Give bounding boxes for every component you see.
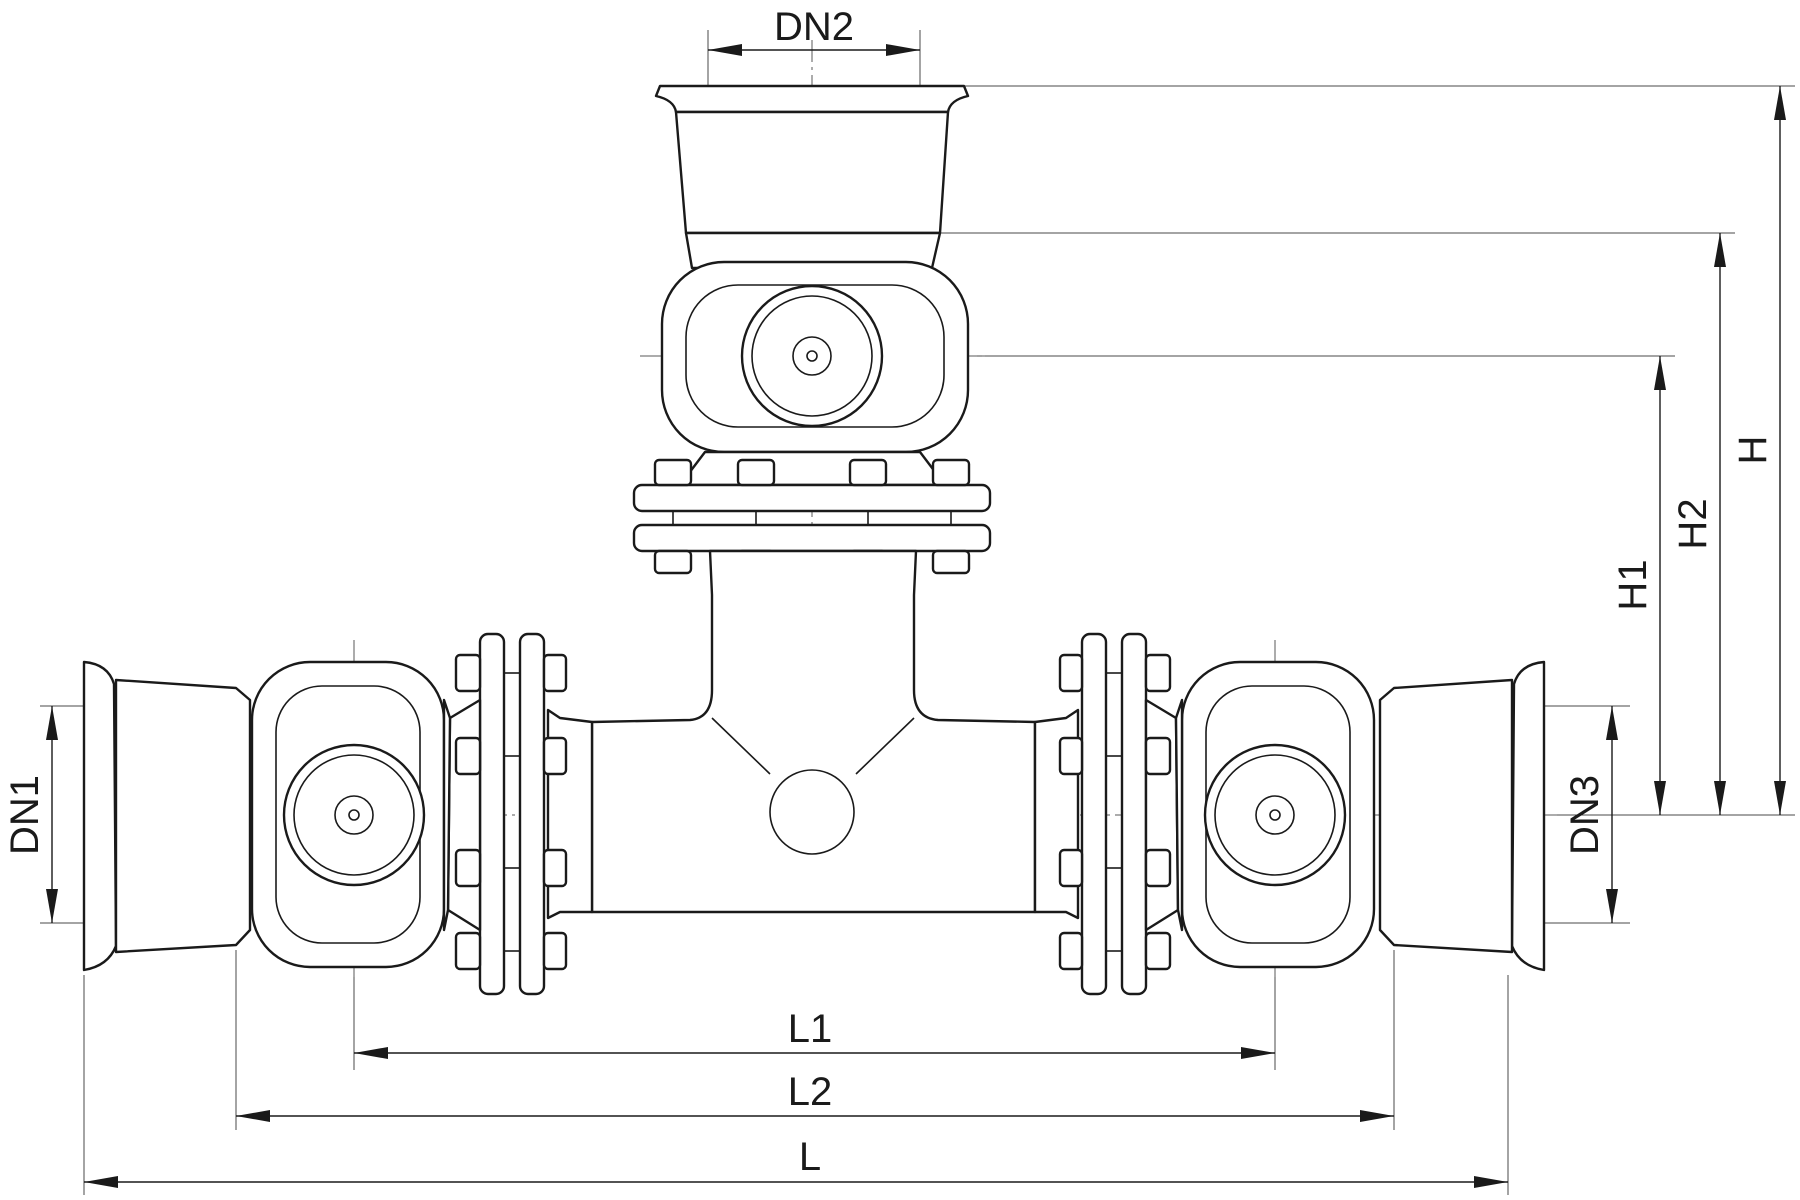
label-l1: L1 [788, 1007, 833, 1051]
top-spigot-flare [654, 84, 970, 114]
left-spigot-body [114, 678, 252, 954]
left-spindle-pin [348, 809, 360, 821]
right-spindle-outer [1203, 743, 1347, 887]
label-dn1: DN1 [3, 775, 47, 855]
dimension-l [84, 1176, 1508, 1188]
extension-lines [40, 30, 1795, 1195]
right-flange-disc-a [1080, 632, 1108, 996]
dimension-h2 [1714, 233, 1726, 815]
tee-outline [590, 549, 1037, 914]
label-h: H [1731, 436, 1775, 465]
right-spigot-flare [1510, 660, 1546, 972]
right-valve [1174, 660, 1546, 972]
left-flange-disc-a [478, 632, 506, 996]
right-flange [1033, 632, 1180, 996]
right-spindle-hex [1255, 795, 1295, 835]
label-h2: H2 [1671, 498, 1715, 549]
right-flange-disc-b [1120, 632, 1148, 996]
right-flange-bolts [1058, 653, 1172, 971]
dimension-dn1 [46, 706, 58, 923]
top-valve-base [678, 450, 947, 487]
left-valve [82, 660, 452, 972]
left-flange-bolts [454, 653, 568, 971]
dimension-l1 [354, 1047, 1275, 1059]
tee-body [590, 549, 1037, 914]
top-flange-upper [632, 483, 992, 513]
left-spindle-hex [334, 795, 374, 835]
right-spindle-pin [1269, 809, 1281, 821]
label-h1: H1 [1611, 559, 1655, 610]
tee-outlet-circle [769, 769, 855, 855]
label-dn2: DN2 [774, 5, 854, 49]
left-flange [446, 632, 594, 996]
label-dn3: DN3 [1563, 775, 1607, 855]
dimension-h1 [1654, 356, 1666, 815]
dimension-h [1774, 86, 1786, 815]
top-flange-lower [632, 523, 992, 553]
top-spindle-outer [740, 284, 884, 428]
top-spindle-pin [806, 350, 818, 362]
right-spigot-body [1378, 678, 1514, 954]
left-spindle-outer [282, 743, 426, 887]
dimension-dn3 [1606, 706, 1618, 923]
label-l2: L2 [788, 1070, 833, 1114]
top-spigot-body [674, 110, 950, 235]
left-flange-disc-b [518, 632, 546, 996]
dimension-l2 [236, 1110, 1394, 1122]
top-spindle-ring [751, 295, 873, 417]
tee-weld-right [855, 717, 915, 775]
dimension-dn2 [708, 44, 920, 56]
tee-weld-left [711, 717, 771, 775]
top-branch [632, 84, 992, 575]
left-spindle-ring [293, 754, 415, 876]
top-spindle-hex [792, 336, 832, 376]
left-spigot-flare [82, 660, 118, 972]
label-l: L [799, 1135, 821, 1179]
right-spindle-ring [1214, 754, 1336, 876]
